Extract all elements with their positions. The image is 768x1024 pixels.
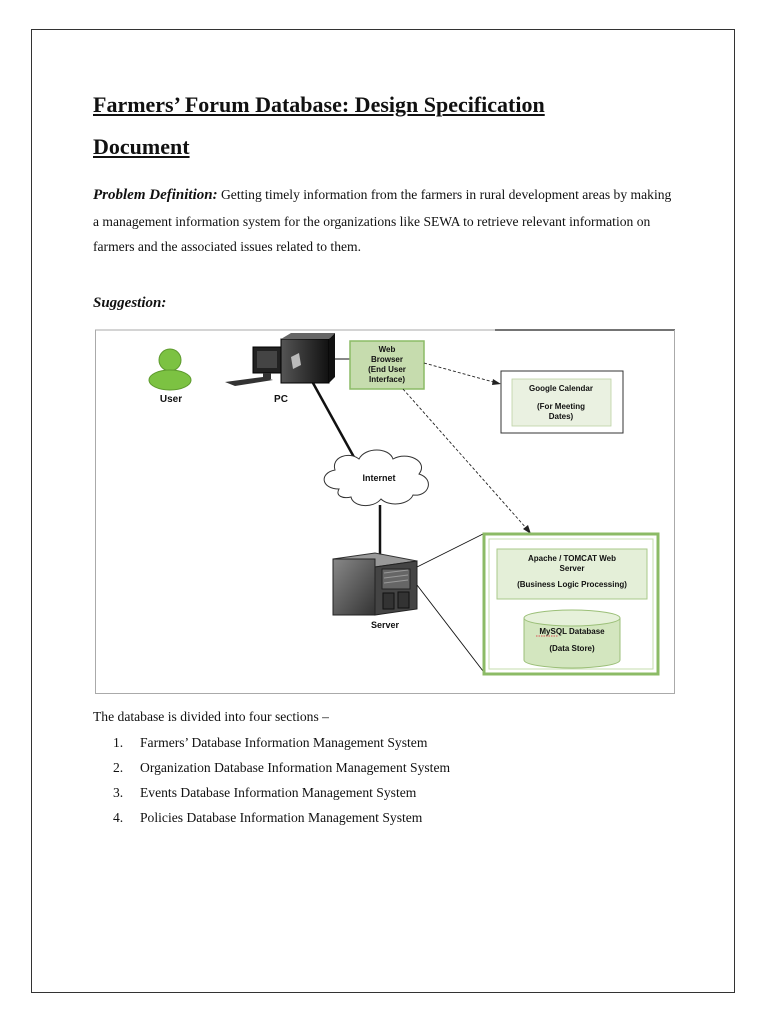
database-line-1: MySQL Database (539, 627, 605, 636)
google-calendar-line-3: Dates) (549, 412, 574, 421)
title-line-1: Farmers’ Forum Database: Design Specific… (93, 92, 545, 117)
google-calendar-line-1: Google Calendar (529, 384, 593, 393)
web-browser-line-4: Interface) (369, 375, 405, 384)
web-browser-line-2: Browser (371, 355, 403, 364)
list-item: 3.Events Database Information Management… (113, 785, 417, 800)
web-browser-line-3: (End User (368, 365, 406, 374)
pc-label: PC (274, 394, 288, 405)
suggestion-heading: Suggestion: (93, 295, 167, 311)
list-item: 1.Farmers’ Database Information Manageme… (113, 735, 428, 750)
database-line-2: (Data Store) (549, 644, 595, 653)
pc-icon (225, 333, 335, 386)
sections-intro: The database is divided into four sectio… (93, 709, 329, 724)
server-icon (332, 552, 418, 616)
web-server-line-3: (Business Logic Processing) (517, 580, 627, 589)
google-calendar-line-2: (For Meeting (537, 402, 585, 411)
web-server-line-2: Server (560, 564, 585, 573)
list-item: 4.Policies Database Information Manageme… (113, 810, 423, 825)
web-browser-line-1: Web (379, 345, 396, 354)
architecture-diagram: User PC Web Browser (End User Interface) (95, 329, 678, 694)
problem-definition-label: Problem Definition: (93, 187, 218, 203)
web-server-box: Apache / TOMCAT Web Server (Business Log… (496, 548, 648, 600)
problem-definition-text: Getting timely information from the farm… (93, 187, 672, 255)
user-icon (148, 348, 192, 391)
user-label: User (160, 394, 182, 405)
internet-cloud-icon (323, 449, 429, 506)
web-browser-box: Web Browser (End User Interface) (349, 340, 425, 390)
document-title: Farmers’ Forum Database: Design Specific… (93, 84, 693, 168)
sections-list: 1.Farmers’ Database Information Manageme… (113, 730, 450, 830)
internet-label: Internet (362, 473, 395, 483)
database-cylinder-icon (523, 609, 621, 669)
list-item: 2.Organization Database Information Mana… (113, 760, 451, 775)
google-calendar-box: Google Calendar (For Meeting Dates) (500, 370, 624, 434)
title-line-2: Document (93, 134, 190, 159)
problem-definition: Problem Definition: Getting timely infor… (93, 182, 673, 260)
server-label: Server (371, 620, 400, 630)
web-server-line-1: Apache / TOMCAT Web (528, 554, 616, 563)
page-border (31, 29, 735, 993)
